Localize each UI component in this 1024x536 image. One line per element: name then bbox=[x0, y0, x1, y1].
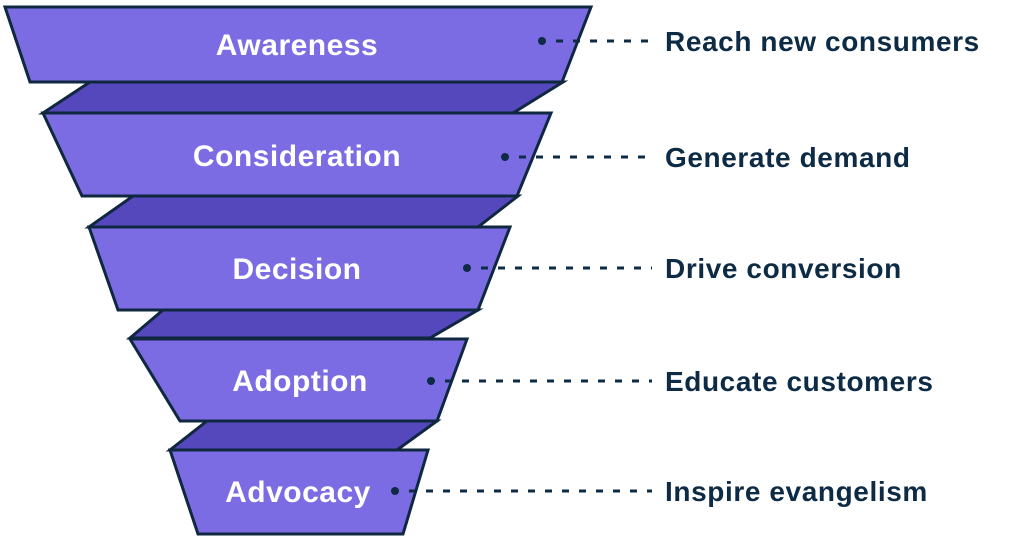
stage-label-consideration: Consideration bbox=[193, 140, 401, 173]
connector-dot-advocacy bbox=[391, 487, 399, 495]
annotation-consideration: Generate demand bbox=[665, 142, 911, 173]
annotation-awareness: Reach new consumers bbox=[665, 26, 980, 57]
connector-dot-consideration bbox=[501, 153, 509, 161]
stage-label-awareness: Awareness bbox=[216, 29, 378, 62]
funnel-segment-adoption bbox=[127, 337, 470, 423]
stage-label-decision: Decision bbox=[232, 253, 361, 286]
funnel-segment-advocacy bbox=[167, 448, 431, 536]
annotation-adoption: Educate customers bbox=[665, 366, 934, 397]
funnel-segment-awareness bbox=[2, 5, 594, 84]
funnel-fold-1 bbox=[38, 80, 569, 115]
annotation-decision: Drive conversion bbox=[665, 253, 902, 284]
funnel-segment-consideration bbox=[40, 111, 554, 198]
stage-label-advocacy: Advocacy bbox=[225, 476, 371, 509]
funnel-fold-3 bbox=[125, 308, 484, 340]
funnel-fold-4 bbox=[165, 419, 442, 452]
connector-dot-adoption bbox=[427, 377, 435, 385]
annotation-advocacy: Inspire evangelism bbox=[665, 476, 928, 507]
funnel-fold-2 bbox=[84, 194, 523, 229]
connector-dot-decision bbox=[463, 264, 471, 272]
funnel-segment-decision bbox=[86, 225, 513, 312]
stage-label-adoption: Adoption bbox=[232, 365, 368, 398]
connector-dot-awareness bbox=[538, 37, 546, 45]
